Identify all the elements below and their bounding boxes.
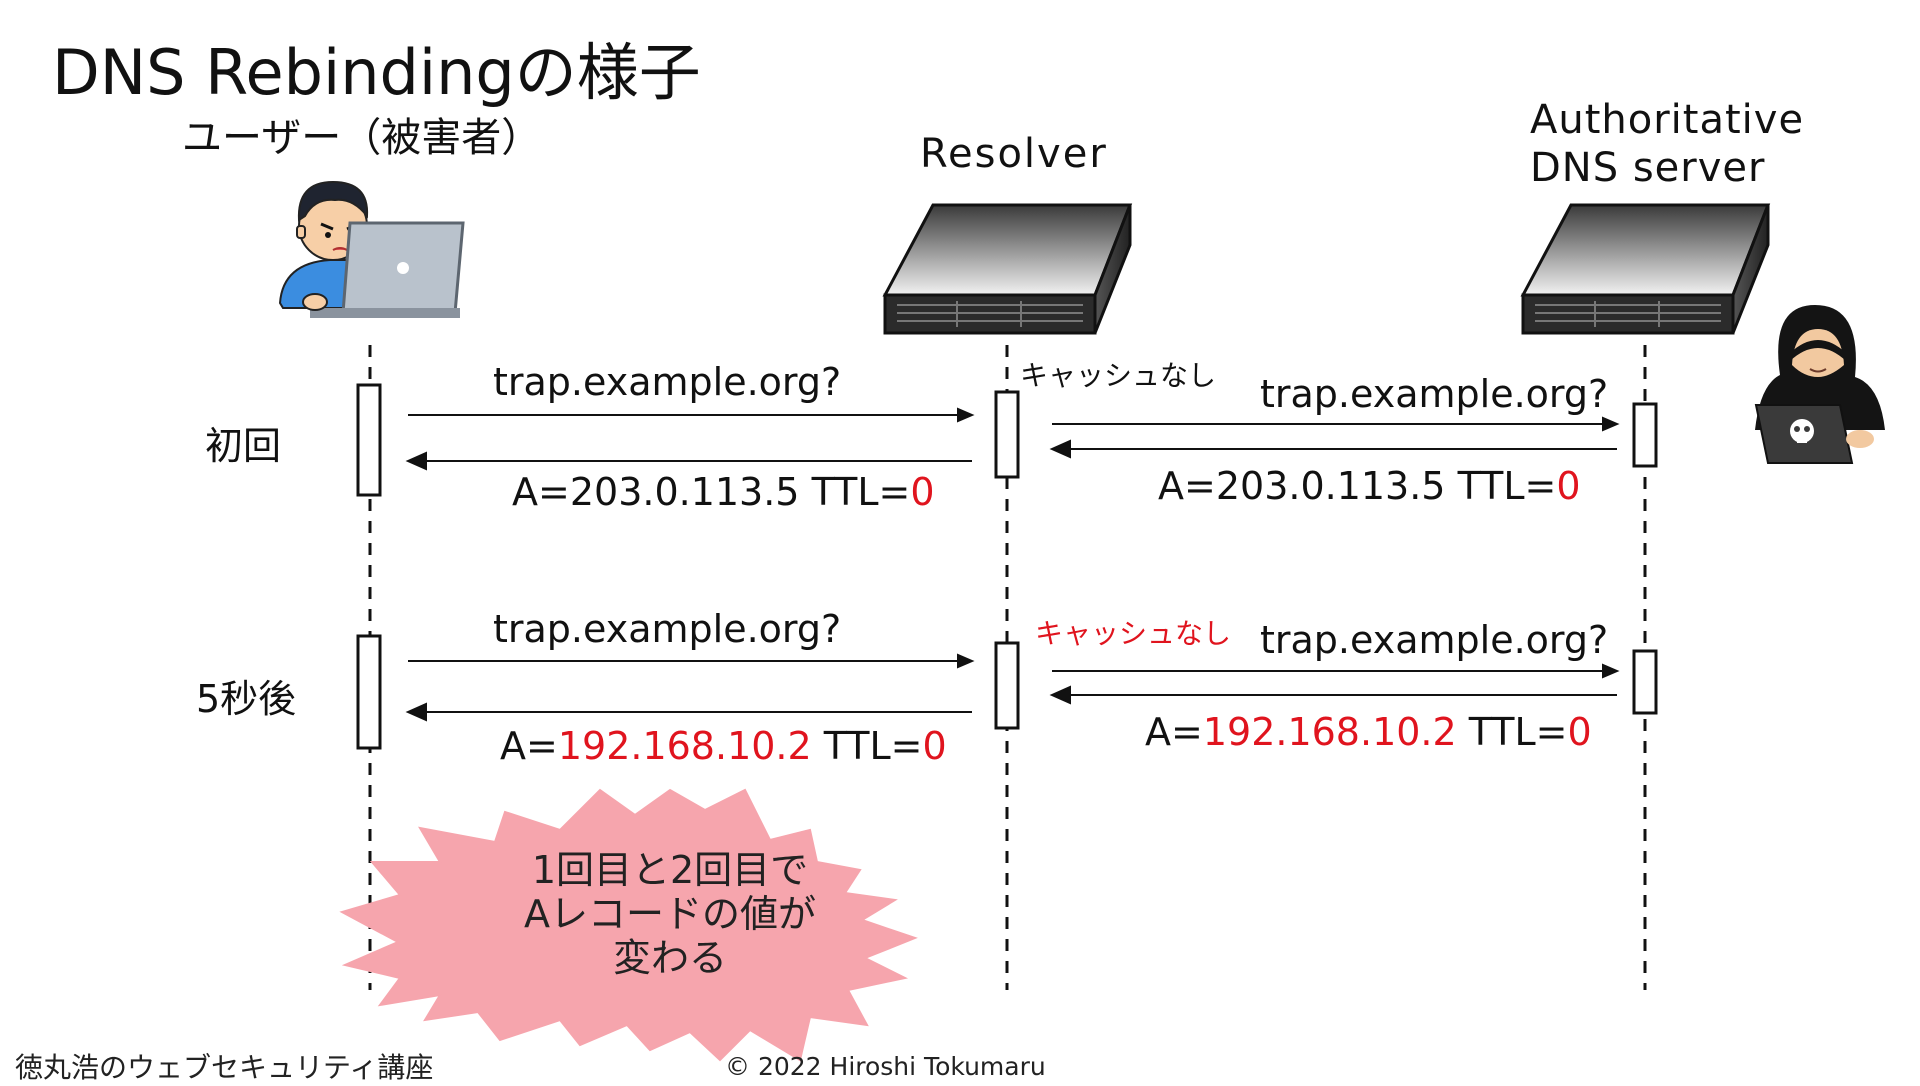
activation-user-1: [356, 383, 382, 497]
arrowhead-answer-2a: [405, 702, 427, 722]
query-label-2b: trap.example.org?: [1260, 618, 1609, 662]
ip-value: 192.168.10.2: [557, 724, 812, 768]
actor-label-authoritative-line2: DNS server: [1530, 145, 1766, 191]
actor-label-resolver: Resolver: [920, 131, 1108, 177]
query-label-1a: trap.example.org?: [493, 360, 842, 404]
phase-label-second: 5秒後: [196, 677, 297, 721]
arrowhead-query-1a: [957, 407, 975, 423]
answer-text: A=203.0.113.5 TTL=: [512, 470, 911, 514]
arrows: [405, 407, 1620, 722]
answer-text: A=: [500, 724, 558, 768]
user-laptop-icon: [278, 180, 465, 318]
no-cache-note-1: キャッシュなし: [1020, 359, 1217, 392]
answer-text: TTL=: [811, 724, 923, 768]
hacker-icon: [1754, 305, 1885, 464]
actor-label-user: ユーザー（被害者）: [182, 115, 542, 161]
actor-label-authoritative-line1: Authoritative: [1530, 97, 1805, 143]
footer-course: 徳丸浩のウェブセキュリティ講座: [15, 1051, 434, 1084]
ttl-value: 0: [922, 724, 947, 768]
arrowhead-query-2b: [1602, 663, 1620, 679]
callout-text: 1回目と2回目で Aレコードの値が 変わる: [520, 848, 820, 980]
activation-auth-2: [1632, 649, 1658, 715]
ttl-value: 0: [1556, 464, 1581, 508]
query-label-1b: trap.example.org?: [1260, 372, 1609, 416]
arrowhead-answer-1b: [1049, 439, 1071, 459]
server-icon: [1520, 203, 1771, 335]
actor-label-authoritative: Authoritative DNS server: [1530, 96, 1805, 192]
activation-auth-1: [1632, 402, 1658, 468]
answer-label-2b: A=192.168.10.2 TTL=0: [1145, 710, 1592, 754]
no-cache-note-2: キャッシュなし: [1035, 617, 1232, 650]
arrowhead-answer-2b: [1049, 685, 1071, 705]
server-icon: [882, 203, 1133, 335]
callout-line-3: 変わる: [612, 936, 727, 980]
arrowhead-query-2a: [957, 653, 975, 669]
ttl-value: 0: [1567, 710, 1592, 754]
activation-user-2: [356, 634, 382, 750]
callout-line-2: Aレコードの値が: [524, 892, 816, 936]
ttl-value: 0: [910, 470, 935, 514]
answer-label-2a: A=192.168.10.2 TTL=0: [500, 724, 947, 768]
callout-burst: [339, 788, 918, 1062]
answer-text: TTL=: [1456, 710, 1568, 754]
answer-label-1b: A=203.0.113.5 TTL=0: [1158, 464, 1581, 508]
activation-boxes: [356, 383, 1658, 750]
footer-copyright: © 2022 Hiroshi Tokumaru: [725, 1052, 1046, 1081]
ip-value: 192.168.10.2: [1202, 710, 1457, 754]
slide-title: DNS Rebindingの様子: [52, 36, 701, 109]
arrowhead-answer-1a: [405, 451, 427, 471]
lifelines: [368, 345, 1647, 990]
phase-label-first: 初回: [205, 424, 282, 468]
activation-resolver-1: [994, 390, 1020, 479]
answer-text: A=203.0.113.5 TTL=: [1158, 464, 1557, 508]
callout-line-1: 1回目と2回目で: [531, 848, 809, 892]
answer-text: A=: [1145, 710, 1203, 754]
activation-resolver-2: [994, 641, 1020, 730]
query-label-2a: trap.example.org?: [493, 607, 842, 651]
arrowhead-query-1b: [1602, 416, 1620, 432]
answer-label-1a: A=203.0.113.5 TTL=0: [512, 470, 935, 514]
